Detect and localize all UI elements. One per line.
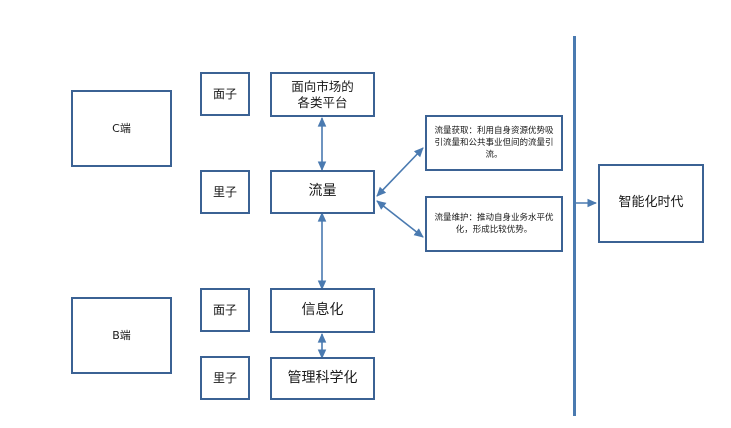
node-platforms[interactable]: 面向市场的 各类平台: [270, 72, 375, 117]
node-era[interactable]: 智能化时代: [598, 164, 704, 243]
node-inner-top-label: 里子: [212, 184, 237, 199]
node-face-top-label: 面子: [212, 86, 237, 101]
node-traffic-label: 流量: [308, 183, 337, 200]
node-note-acquire-label: 流量获取：利用自身资源优势吸引流量和公共事业但间的流量引流。: [434, 125, 554, 161]
node-era-label: 智能化时代: [618, 195, 684, 211]
node-inner-bottom[interactable]: 里子: [200, 356, 250, 400]
node-face-bottom[interactable]: 面子: [200, 288, 250, 332]
node-c-side-label: C端: [112, 121, 131, 135]
node-informatization[interactable]: 信息化: [270, 288, 375, 333]
node-c-side[interactable]: C端: [71, 90, 172, 167]
node-note-maintain[interactable]: 流量维护：推动自身业务水平优化，形成比较优势。: [425, 196, 563, 252]
vertical-divider: [573, 36, 576, 416]
node-informatization-label: 信息化: [301, 301, 344, 318]
node-note-acquire[interactable]: 流量获取：利用自身资源优势吸引流量和公共事业但间的流量引流。: [425, 115, 563, 171]
node-note-maintain-label: 流量维护：推动自身业务水平优化，形成比较优势。: [434, 212, 554, 235]
node-traffic[interactable]: 流量: [270, 170, 375, 214]
node-b-side[interactable]: B端: [71, 297, 172, 374]
arrow-traffic-note-maintain: [376, 200, 424, 238]
node-management-science-label: 管理科学化: [287, 369, 358, 386]
node-face-bottom-label: 面子: [212, 302, 237, 317]
node-management-science[interactable]: 管理科学化: [270, 357, 375, 400]
arrow-traffic-note-acquire: [376, 147, 424, 197]
node-face-top[interactable]: 面子: [200, 72, 250, 116]
node-platforms-label: 面向市场的 各类平台: [291, 78, 354, 110]
node-b-side-label: B端: [112, 328, 131, 342]
node-inner-top[interactable]: 里子: [200, 170, 250, 214]
node-inner-bottom-label: 里子: [212, 370, 237, 385]
